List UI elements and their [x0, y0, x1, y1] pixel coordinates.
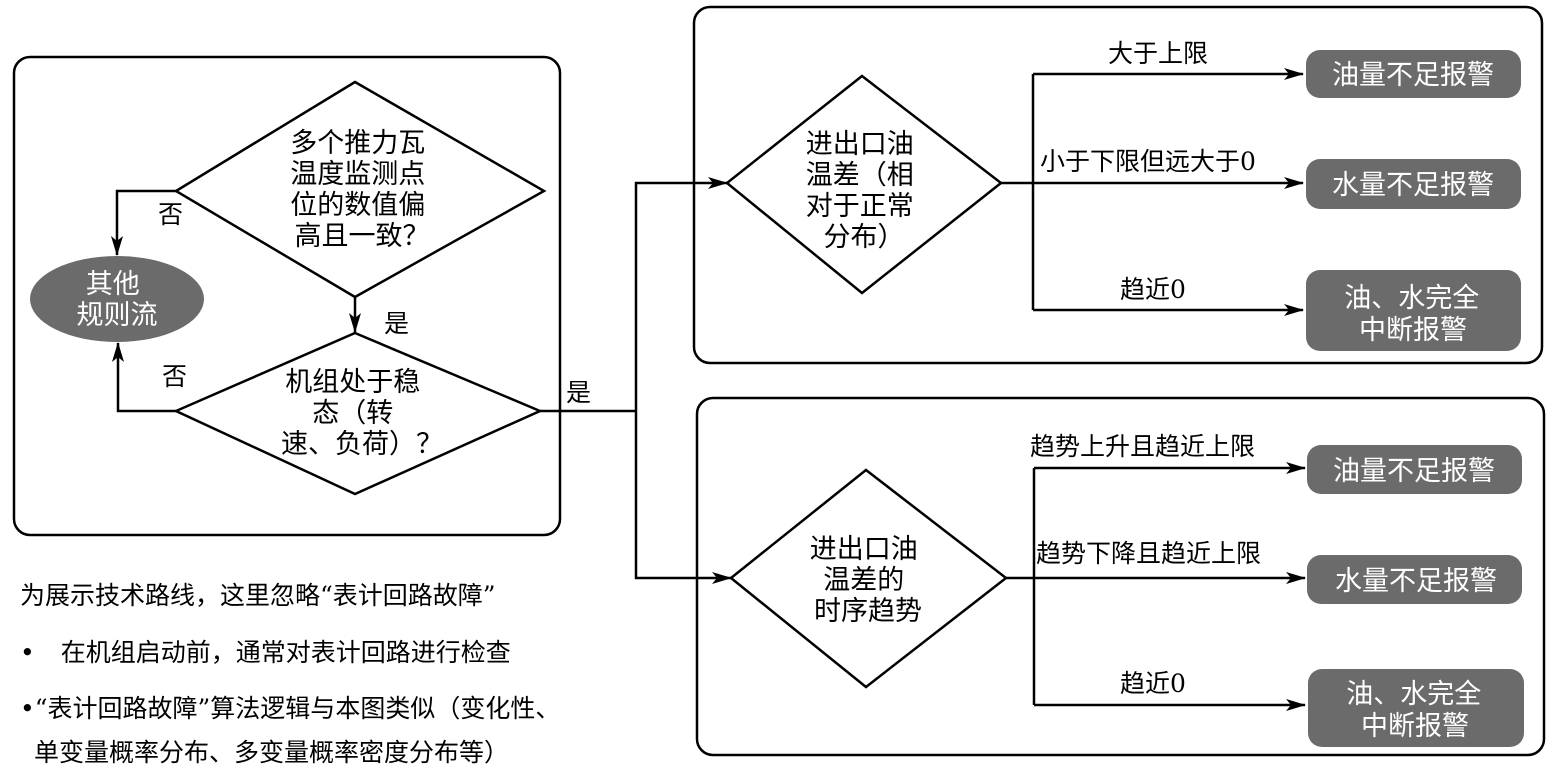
edge-decision1-no — [111, 189, 176, 256]
decision-thrust-pad-temp-text: 多个推力瓦 温度监测点 位的数值偏 高且一致？ — [290, 128, 434, 252]
decision-oil-temp-diff-text: 进出口油 温差（相 对于正常 分布） — [806, 129, 923, 253]
bullet-glyph: • — [20, 694, 35, 723]
alarm-water-shortage-top — [1306, 159, 1521, 209]
terminal-other-rules — [30, 256, 204, 342]
top-trunk — [1001, 74, 1035, 310]
edge-to-top-panel — [634, 177, 728, 411]
alarm-water-shortage-top-text: 水量不足报警 — [1332, 170, 1494, 201]
alarm-oil-shortage-top-text: 油量不足报警 — [1332, 60, 1494, 91]
note-bullet-2-text: “表计回路故障”算法逻辑与本图类似（变化性、 — [34, 694, 561, 723]
alarm-water-shortage-bottom — [1307, 555, 1522, 604]
decision-temp-diff-trend-text: 进出口油 温差的 时序趋势 — [810, 534, 927, 627]
bullet-glyph: • — [20, 638, 35, 667]
label-no-1: 否 — [158, 200, 183, 229]
note-bullet-1: • 在机组启动前，通常对表计回路进行检查 — [20, 640, 511, 665]
top-condition-3: 趋近0 — [1120, 275, 1186, 304]
bottom-condition-1: 趋势上升且趋近上限 — [1030, 432, 1255, 461]
bottom-panel — [695, 396, 1546, 757]
alarm-total-interrupt-bottom — [1308, 669, 1524, 747]
note-bullet-2: •“表计回路故障”算法逻辑与本图类似（变化性、 — [20, 696, 560, 721]
label-yes-1: 是 — [384, 309, 409, 338]
alarm-total-interrupt-top-text: 油、水完全 中断报警 — [1344, 283, 1488, 346]
top-condition-2: 小于下限但远大于0 — [1040, 147, 1256, 176]
bottom-condition-3: 趋近0 — [1120, 669, 1186, 698]
alarm-water-shortage-bottom-text: 水量不足报警 — [1335, 566, 1497, 597]
edge-to-bottom-panel — [634, 411, 732, 584]
alarm-oil-shortage-bottom-text: 油量不足报警 — [1333, 456, 1495, 487]
alarm-oil-shortage-top — [1306, 50, 1521, 98]
note-bullet-1-text: 在机组启动前，通常对表计回路进行检查 — [60, 638, 511, 667]
terminal-other-rules-text: 其他 规则流 — [77, 269, 158, 331]
decision-steady-state — [172, 331, 544, 496]
decision-oil-temp-diff — [725, 74, 1004, 295]
left-panel — [12, 55, 562, 537]
decision-steady-state-text: 机组处于稳 态（转 速、负荷）？ — [281, 367, 443, 460]
bottom-condition-2: 趋势下降且趋近上限 — [1036, 539, 1261, 568]
top-panel — [692, 5, 1544, 365]
note-bullet-2-cont: 单变量概率分布、多变量概率密度分布等） — [34, 738, 510, 767]
bottom-trunk — [1006, 468, 1036, 705]
alarm-total-interrupt-bottom-text: 油、水完全 中断报警 — [1346, 679, 1490, 742]
edge-decision2-no — [112, 342, 176, 413]
top-condition-1: 大于上限 — [1108, 39, 1208, 68]
alarm-oil-shortage-bottom — [1307, 445, 1522, 494]
decision-temp-diff-trend — [729, 468, 1009, 689]
note-heading: 为展示技术路线，这里忽略“表计回路故障” — [20, 581, 496, 610]
label-yes-2: 是 — [566, 378, 591, 407]
label-no-2: 否 — [162, 362, 187, 391]
alarm-total-interrupt-top — [1306, 270, 1521, 351]
